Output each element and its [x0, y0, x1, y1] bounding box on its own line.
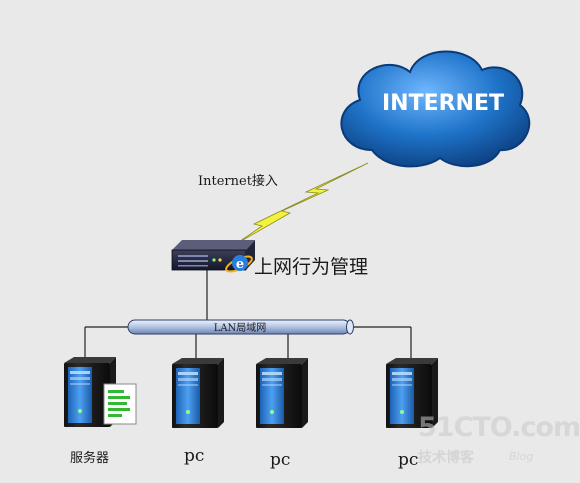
pc1-label: pc: [184, 446, 205, 466]
lan-bus-label: LAN局域网: [214, 321, 267, 334]
svg-text:e: e: [236, 257, 244, 272]
watermark-sub: 技术博客: [418, 450, 474, 466]
internet-cloud-icon: INTERNET: [340, 50, 531, 168]
ie-logo-icon: e: [225, 255, 253, 273]
network-diagram: INTERNET LAN局域网: [64, 50, 580, 472]
internet-link-label: Internet接入: [198, 174, 278, 189]
site-watermark: 51CTO.com 技术博客 Blog: [414, 412, 580, 472]
gateway-label: 上网行为管理: [254, 256, 369, 278]
pc1-tower-icon: [172, 358, 224, 428]
pc2-tower-icon: [256, 358, 308, 428]
server-document-icon: [103, 383, 137, 425]
watermark-main: 51CTO.com: [418, 412, 580, 443]
server-label: 服务器: [70, 451, 110, 466]
diagram-canvas: INTERNET LAN局域网: [64, 50, 531, 428]
lan-bus: LAN局域网: [127, 319, 354, 335]
pc3-label: pc: [398, 450, 419, 470]
watermark-blog: Blog: [509, 450, 534, 463]
cloud-label: INTERNET: [382, 91, 504, 116]
pc2-label: pc: [270, 450, 291, 470]
